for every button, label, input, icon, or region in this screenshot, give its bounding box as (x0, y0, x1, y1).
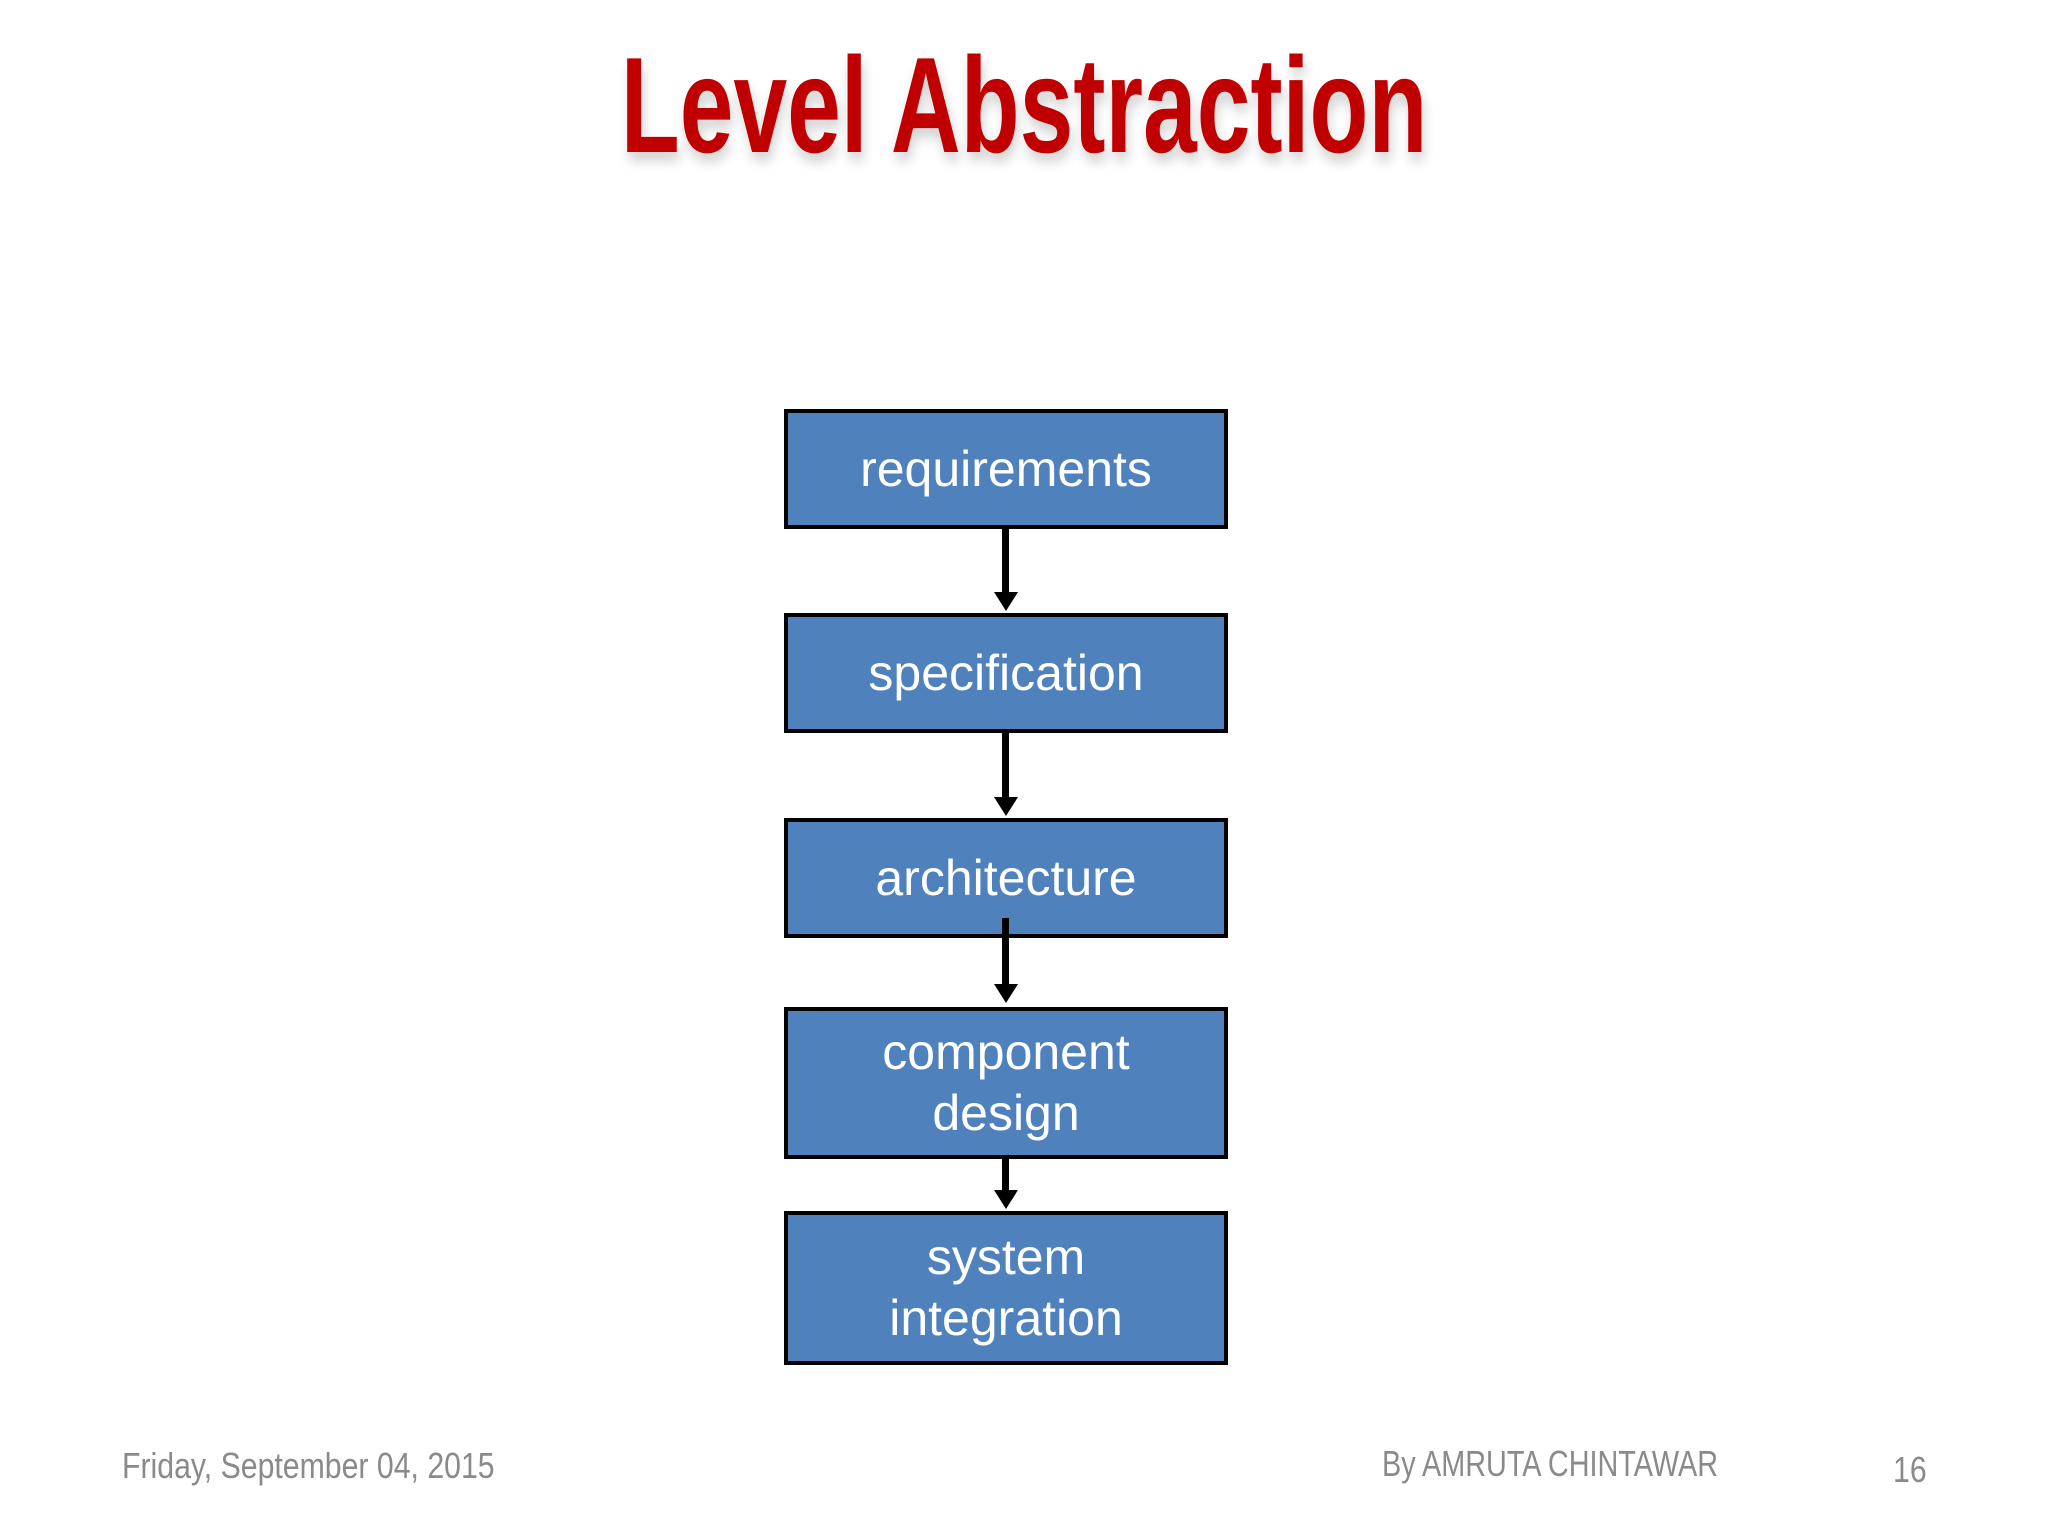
flow-box-label: architecture (875, 849, 1137, 906)
flow-box-requirements: requirements (784, 409, 1228, 529)
flow-box-label: component design (882, 1024, 1130, 1141)
arrow-down-icon (994, 797, 1018, 816)
arrow-line (1002, 1157, 1009, 1191)
page-number: 16 (1893, 1449, 1927, 1490)
footer-date: Friday, September 04, 2015 (122, 1445, 495, 1486)
flow-box-specification: specification (784, 613, 1228, 733)
arrow-line (1002, 731, 1009, 798)
arrow-down-icon (994, 984, 1018, 1003)
page-title: Level Abstraction (0, 35, 2048, 175)
arrow-line (1002, 527, 1009, 593)
arrow-down-icon (994, 1190, 1018, 1209)
footer-author: By AMRUTA CHINTAWAR (1382, 1443, 1719, 1484)
arrow-line (1002, 918, 1009, 985)
flow-box-label: system integration (889, 1229, 1123, 1346)
page-title-text: Level Abstraction (620, 29, 1428, 181)
flow-box-system-integration: system integration (784, 1211, 1228, 1365)
flow-box-label: requirements (860, 440, 1152, 497)
flow-box-component-design: component design (784, 1007, 1228, 1159)
flow-box-label: specification (868, 644, 1144, 701)
arrow-down-icon (994, 592, 1018, 611)
